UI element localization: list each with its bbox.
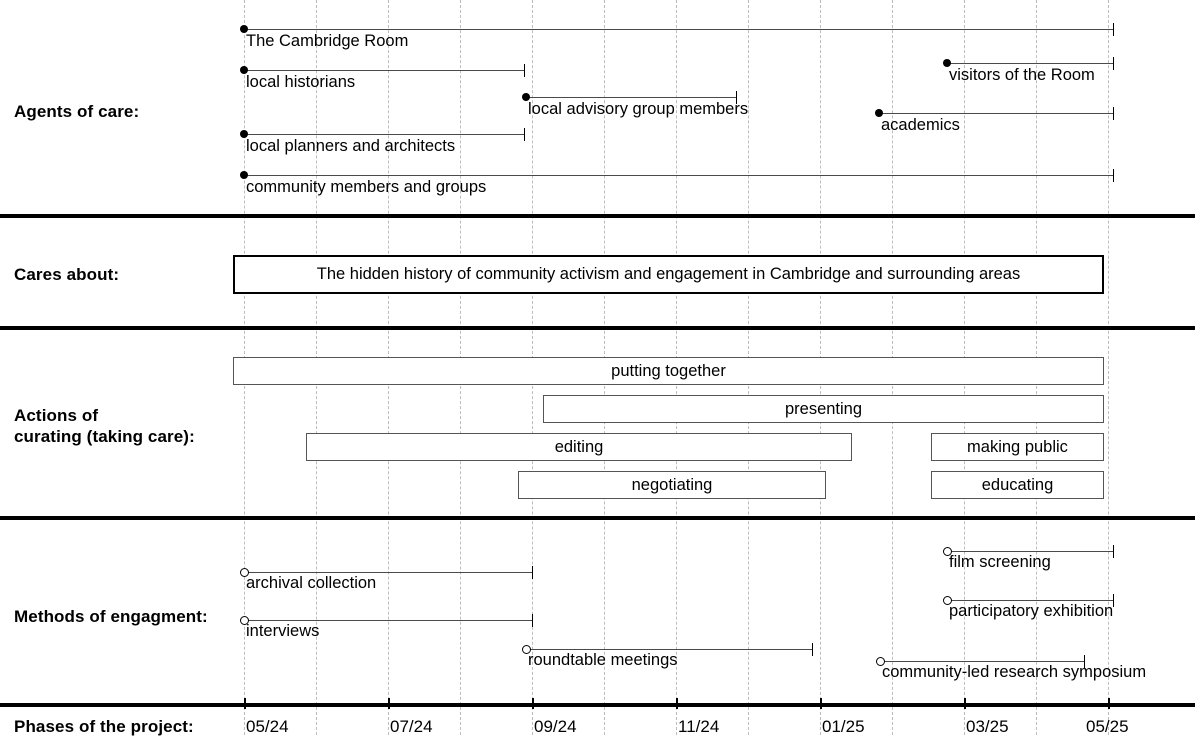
separator-cares-actions: [0, 326, 1195, 330]
end-cap-icon: [1113, 22, 1114, 36]
task-label-interviews: interviews: [246, 622, 320, 640]
task-line-roundtable-meetings: [526, 649, 812, 650]
end-cap-icon: [1084, 654, 1085, 668]
axis-tick-01-25: [820, 698, 822, 709]
end-cap-icon: [1113, 168, 1114, 182]
end-cap-icon: [1113, 593, 1114, 607]
task-box-presenting: presenting: [543, 395, 1104, 423]
row-label-cares-about: Cares about:: [14, 265, 120, 284]
start-open-circle-icon: [943, 595, 952, 605]
row-label-phases-of-the-project: Phases of the project:: [14, 717, 194, 736]
task-box-educating: educating: [931, 471, 1104, 499]
row-label-agents-of-care: Agents of care:: [14, 102, 140, 121]
end-cap-icon: [1113, 544, 1114, 558]
task-line-local-historians: [244, 70, 524, 71]
task-box-editing: editing: [306, 433, 852, 461]
task-line-archival-collection: [244, 572, 532, 573]
separator-actions-methods: [0, 516, 1195, 520]
task-label-academics: academics: [881, 116, 960, 134]
task-label-educating: educating: [981, 475, 1054, 494]
task-line-participatory-exhibition: [947, 600, 1113, 601]
task-label-community-members-and-groups: community members and groups: [246, 178, 487, 196]
task-line-visitors-of-the-room: [947, 63, 1113, 64]
task-box-putting-together: putting together: [233, 357, 1104, 385]
task-line-interviews: [244, 620, 532, 621]
start-open-circle-icon: [943, 546, 952, 556]
axis-tick-label-05-24: 05/24: [246, 717, 289, 736]
task-label-editing: editing: [554, 437, 604, 456]
task-label-archival-collection: archival collection: [246, 574, 377, 592]
start-dot-icon: [875, 109, 883, 117]
task-line-local-planners-and-architects: [244, 134, 524, 135]
task-box-negotiating: negotiating: [518, 471, 826, 499]
axis-tick-label-03-25: 03/25: [966, 717, 1009, 736]
start-dot-icon: [240, 171, 248, 179]
start-open-circle-icon: [240, 567, 249, 577]
task-label-presenting: presenting: [784, 399, 863, 418]
row-label-actions-line2: curating (taking care):: [14, 426, 195, 446]
start-open-circle-icon: [876, 656, 885, 666]
task-label-the-cambridge-room: The Cambridge Room: [246, 32, 409, 50]
task-label-film-screening: film screening: [949, 553, 1051, 571]
separator-agents-cares: [0, 214, 1195, 218]
axis-tick-05-25: [1108, 698, 1110, 709]
start-dot-icon: [240, 66, 248, 74]
axis-tick-label-11-24: 11/24: [678, 717, 720, 736]
task-label-local-advisory-group-members: local advisory group members: [528, 100, 749, 118]
gridline-05-25: [1108, 0, 1109, 735]
task-label-putting-together: putting together: [611, 361, 726, 380]
task-line-community-members-and-groups: [244, 175, 1113, 176]
axis-tick-05-24: [244, 698, 246, 709]
axis-tick-label-07-24: 07/24: [390, 717, 433, 736]
end-cap-icon: [524, 63, 525, 77]
separator-methods-axis: [0, 703, 1195, 707]
task-label-community-led-research-symposium: community-led research symposium: [882, 663, 1147, 681]
task-line-film-screening: [947, 551, 1113, 552]
axis-tick-label-05-25: 05/25: [1086, 717, 1129, 736]
start-dot-icon: [522, 93, 530, 101]
task-label-making-public: making public: [967, 437, 1068, 456]
task-line-the-cambridge-room: [244, 29, 1113, 30]
axis-tick-label-09-24: 09/24: [534, 717, 577, 736]
task-line-community-led-research-symposium: [880, 661, 1084, 662]
end-cap-icon: [524, 127, 525, 141]
axis-tick-11-24: [676, 698, 678, 709]
task-line-local-advisory-group-members: [526, 97, 736, 98]
cares-about-statement-box: The hidden history of community activism…: [233, 255, 1104, 294]
row-label-methods-of-engagment: Methods of engagment:: [14, 607, 208, 626]
end-cap-icon: [532, 613, 533, 627]
start-dot-icon: [240, 130, 248, 138]
task-label-local-historians: local historians: [246, 73, 356, 91]
task-label-local-planners-and-architects: local planners and architects: [246, 137, 456, 155]
task-label-roundtable-meetings: roundtable meetings: [528, 651, 678, 669]
start-open-circle-icon: [522, 644, 531, 654]
row-label-actions-line1: Actions of: [14, 406, 99, 425]
task-line-academics: [879, 113, 1113, 114]
end-cap-icon: [812, 642, 813, 656]
axis-tick-09-24: [532, 698, 534, 709]
start-open-circle-icon: [240, 615, 249, 625]
task-box-making-public: making public: [931, 433, 1104, 461]
task-label-visitors-of-the-room: visitors of the Room: [949, 66, 1095, 84]
cares-about-statement-text: The hidden history of community activism…: [316, 265, 1021, 283]
end-cap-icon: [532, 565, 533, 579]
task-label-negotiating: negotiating: [631, 475, 713, 494]
end-cap-icon: [1113, 106, 1114, 120]
start-dot-icon: [240, 25, 248, 33]
axis-tick-07-24: [388, 698, 390, 709]
axis-tick-03-25: [964, 698, 966, 709]
task-label-participatory-exhibition: participatory exhibition: [949, 602, 1114, 620]
start-dot-icon: [943, 59, 951, 67]
axis-tick-label-01-25: 01/25: [822, 717, 865, 736]
end-cap-icon: [1113, 56, 1114, 70]
end-cap-icon: [736, 90, 737, 104]
